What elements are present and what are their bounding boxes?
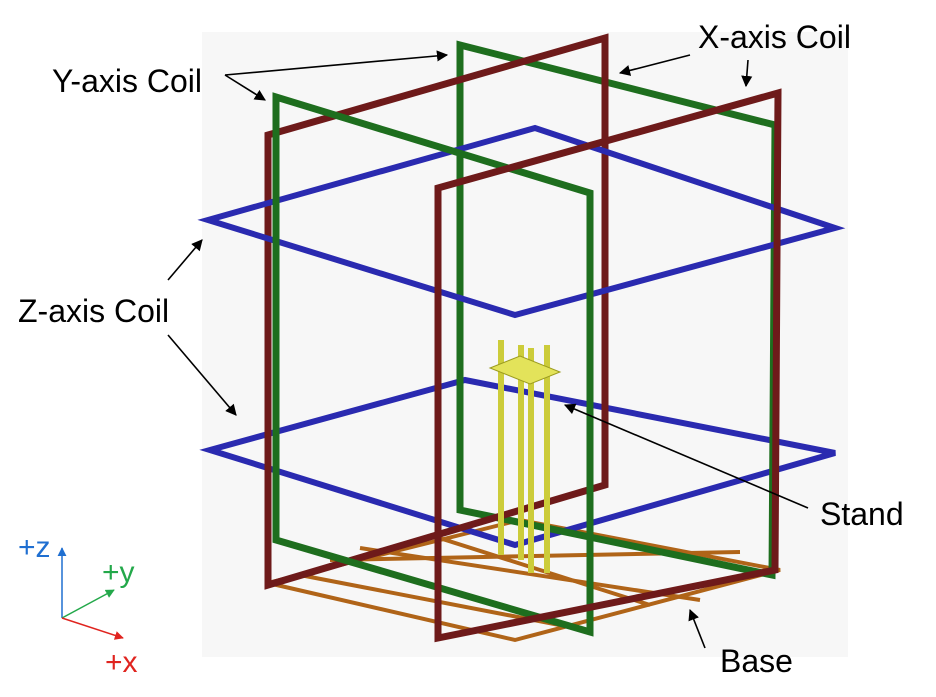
triad-x-label: +x <box>105 646 138 679</box>
y-coil-front <box>272 92 594 637</box>
triad-x-axis <box>61 617 124 640</box>
y-axis-coil-label: Y-axis Coil <box>52 63 202 99</box>
triad-y-label: +y <box>102 556 135 589</box>
x-axis-coil-label: X-axis Coil <box>698 19 851 55</box>
x-coil-front <box>434 88 782 643</box>
x-coil-back <box>264 33 609 590</box>
axis-triad: +z +y +x <box>18 531 138 679</box>
stand-label: Stand <box>820 496 904 532</box>
triad-z-label: +z <box>18 531 51 564</box>
y-coil-back <box>456 40 779 580</box>
base-label: Base <box>720 643 793 679</box>
triad-y-axis <box>61 589 115 619</box>
callout-arrows <box>167 50 809 649</box>
z-coil-top <box>197 124 846 319</box>
z-coil-bottom <box>199 376 836 549</box>
z-axis-coil-label: Z-axis Coil <box>18 293 169 329</box>
stand <box>488 340 562 573</box>
